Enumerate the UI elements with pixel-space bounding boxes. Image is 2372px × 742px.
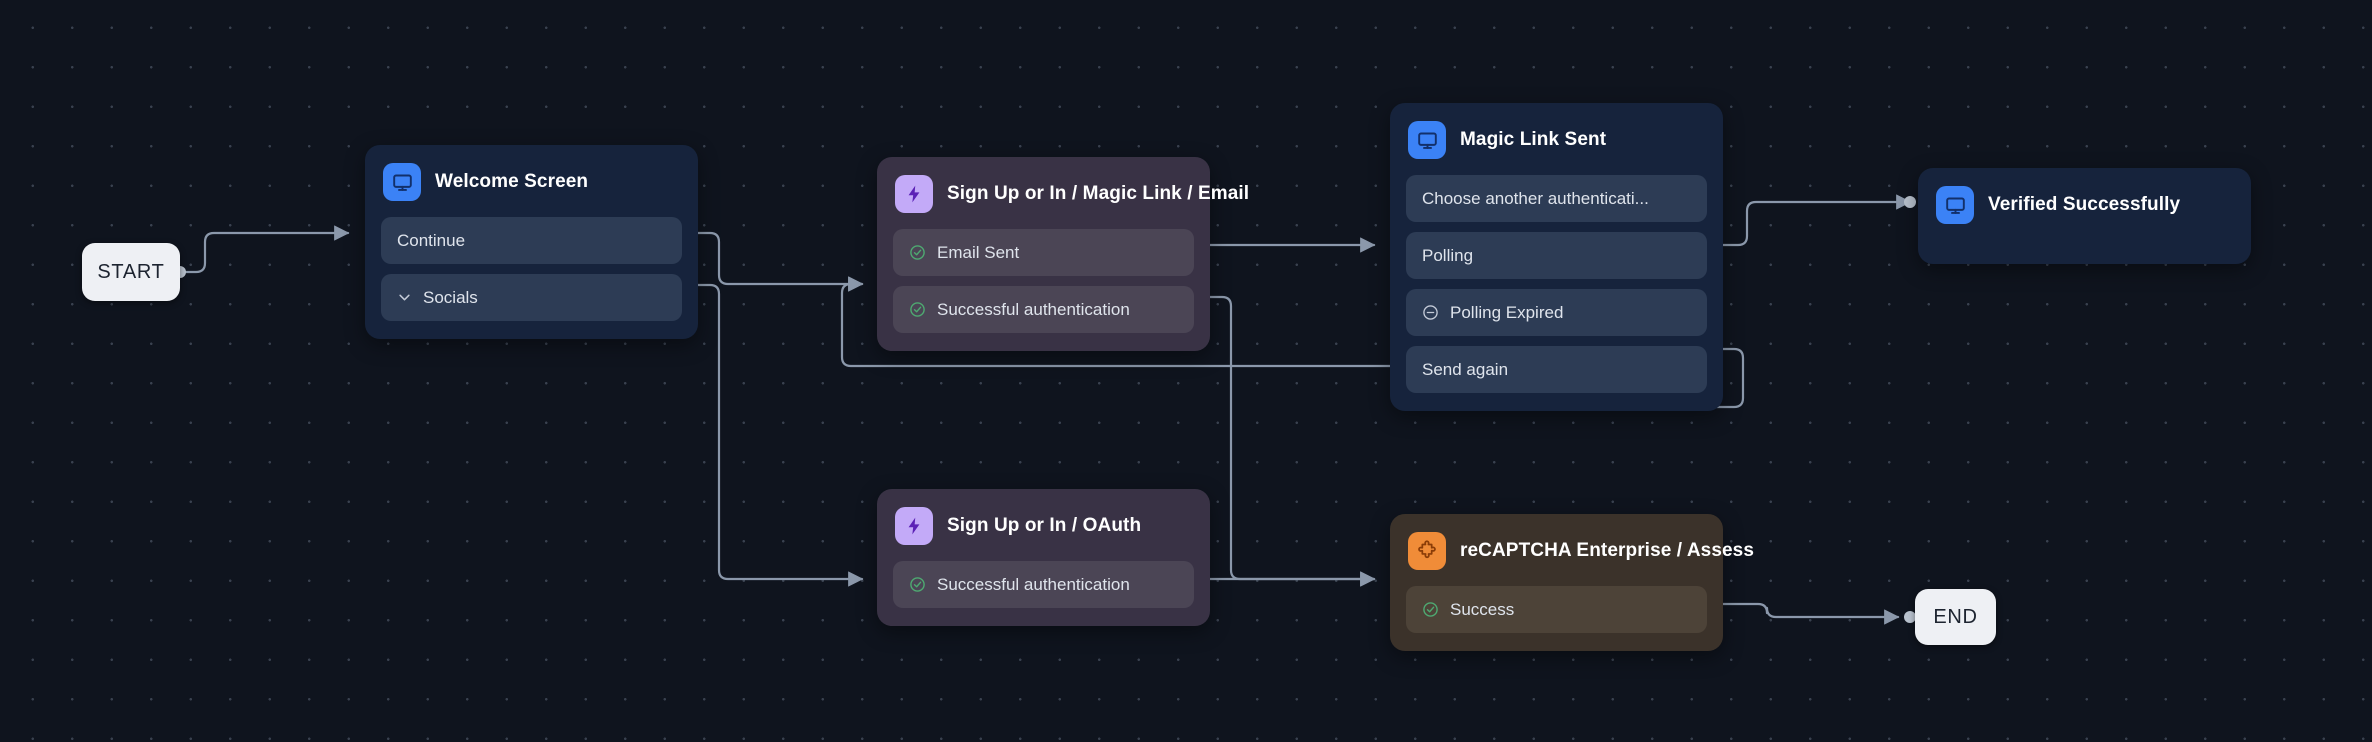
- row-socials[interactable]: Socials: [381, 274, 682, 321]
- edge-welcome-socials-to-oauth: [680, 283, 864, 587]
- node-magic-link-sent[interactable]: Magic Link Sent Choose another authentic…: [1390, 103, 1723, 411]
- row-successful-authentication[interactable]: Successful authentication: [893, 286, 1194, 333]
- node-header: Verified Successfully: [1934, 184, 2235, 224]
- check-circle-icon: [909, 244, 926, 261]
- row-label: Email Sent: [937, 242, 1020, 262]
- row-label: Choose another authenticati...: [1422, 188, 1649, 208]
- row-label: Successful authentication: [937, 299, 1130, 319]
- check-circle-icon: [1422, 601, 1439, 618]
- row-label: Socials: [423, 287, 478, 307]
- node-header: reCAPTCHA Enterprise / Assess: [1406, 530, 1754, 570]
- chevron-down-icon: [397, 290, 412, 305]
- node-signup-magic-link-email[interactable]: Sign Up or In / Magic Link / Email Email…: [877, 157, 1249, 351]
- start-node[interactable]: START: [82, 243, 180, 301]
- check-circle-icon: [909, 576, 926, 593]
- edge-polling-to-verified: [1706, 194, 1912, 247]
- edge-start-to-welcome: [178, 225, 350, 274]
- node-title: Sign Up or In / OAuth: [947, 515, 1142, 536]
- row-success[interactable]: Success: [1406, 586, 1707, 633]
- node-title: Verified Successfully: [1988, 194, 2181, 215]
- node-header: Sign Up or In / OAuth: [893, 505, 1194, 545]
- node-verified-successfully[interactable]: Verified Successfully: [1918, 168, 2251, 264]
- row-choose-another-authentication[interactable]: Choose another authenticati...: [1406, 175, 1707, 222]
- node-title: Sign Up or In / Magic Link / Email: [947, 183, 1250, 204]
- check-circle-icon: [909, 301, 926, 318]
- row-label: Polling Expired: [1450, 302, 1564, 322]
- node-signup-oauth[interactable]: Sign Up or In / OAuth Successful authent…: [877, 489, 1210, 626]
- node-header: Welcome Screen: [381, 161, 682, 201]
- row-label: Successful authentication: [937, 574, 1130, 594]
- row-label: Polling: [1422, 245, 1474, 265]
- node-title: reCAPTCHA Enterprise / Assess: [1460, 540, 1754, 561]
- row-continue[interactable]: Continue: [381, 217, 682, 264]
- screen-icon: [1408, 121, 1446, 159]
- end-node[interactable]: END: [1915, 589, 1996, 645]
- row-polling-expired[interactable]: Polling Expired: [1406, 289, 1707, 336]
- screen-icon: [1936, 186, 1974, 224]
- node-header: Sign Up or In / Magic Link / Email: [893, 173, 1249, 213]
- node-body-spacer: [1934, 224, 2235, 248]
- end-label: END: [1933, 605, 1978, 628]
- node-header: Magic Link Sent: [1406, 119, 1707, 159]
- row-send-again[interactable]: Send again: [1406, 346, 1707, 393]
- row-polling[interactable]: Polling: [1406, 232, 1707, 279]
- bolt-icon: [895, 175, 933, 213]
- node-title: Magic Link Sent: [1460, 129, 1607, 150]
- puzzle-icon: [1408, 532, 1446, 570]
- screen-icon: [383, 163, 421, 201]
- node-recaptcha-enterprise-assess[interactable]: reCAPTCHA Enterprise / Assess Success: [1390, 514, 1754, 651]
- start-label: START: [97, 260, 165, 283]
- row-email-sent[interactable]: Email Sent: [893, 229, 1194, 276]
- bolt-icon: [895, 507, 933, 545]
- edge-welcome-continue-to-email: [680, 231, 864, 292]
- node-title: Welcome Screen: [435, 171, 589, 192]
- row-successful-authentication[interactable]: Successful authentication: [893, 561, 1194, 608]
- row-label: Continue: [397, 230, 466, 250]
- row-label: Send again: [1422, 359, 1509, 379]
- node-welcome-screen[interactable]: Welcome Screen Continue Socials: [365, 145, 698, 339]
- row-label: Success: [1450, 599, 1515, 619]
- minus-circle-icon: [1422, 304, 1439, 321]
- edge-recaptcha-to-end: [1706, 602, 1900, 625]
- edge-email-auth-to-recaptcha: [1194, 295, 1376, 587]
